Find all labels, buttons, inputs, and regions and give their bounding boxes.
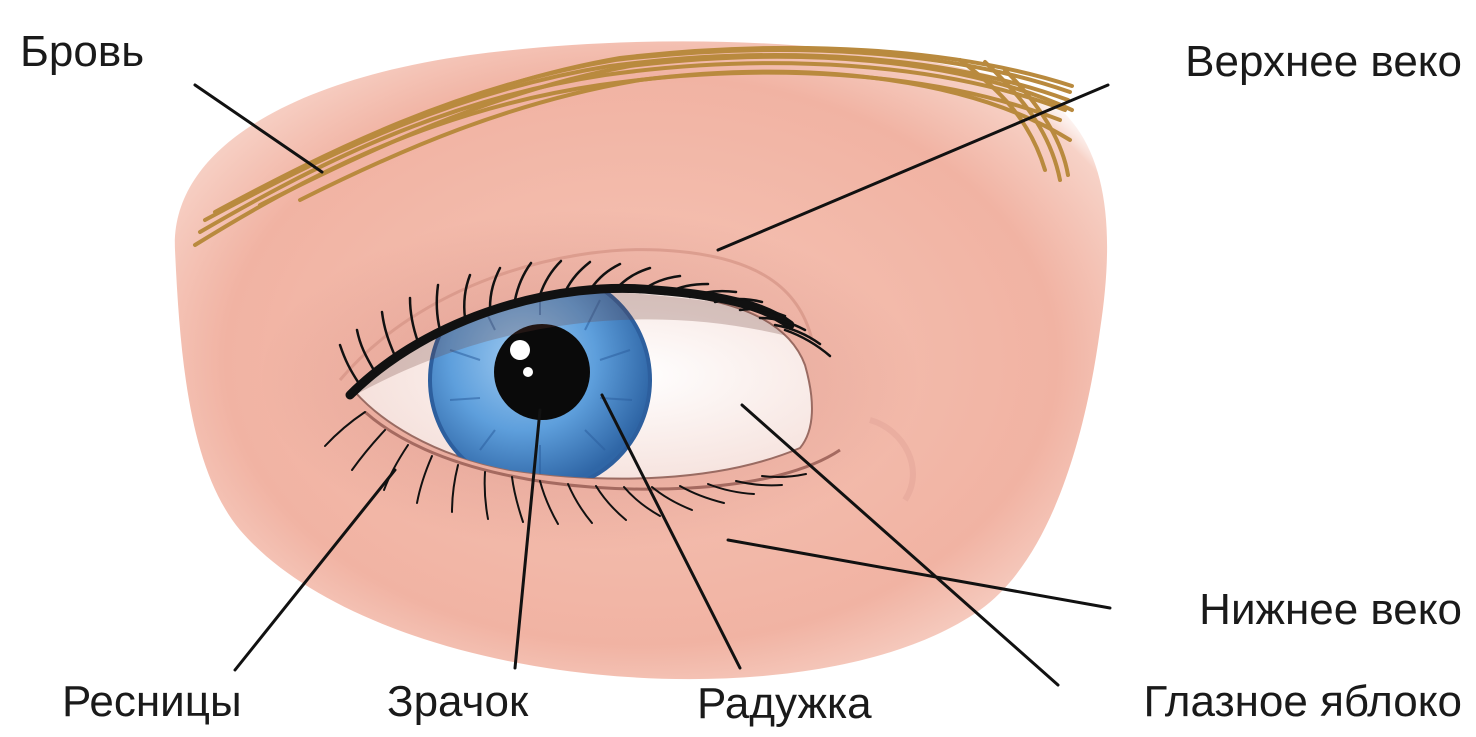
- label-eyelashes: Ресницы: [62, 680, 242, 724]
- label-pupil: Зрачок: [387, 680, 528, 724]
- label-iris: Радужка: [697, 682, 872, 726]
- label-upper-eyelid: Верхнее веко: [1185, 40, 1462, 84]
- label-eyebrow: Бровь: [20, 30, 144, 74]
- label-eyeball: Глазное яблоко: [1143, 680, 1462, 724]
- label-lower-eyelid: Нижнее веко: [1199, 588, 1462, 632]
